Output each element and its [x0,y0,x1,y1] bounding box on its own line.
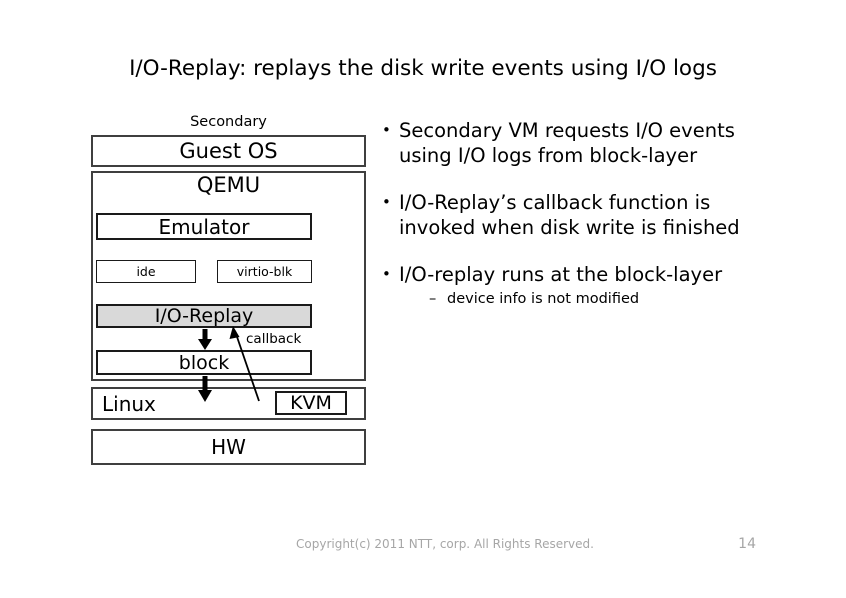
bullet-item-1: Secondary VM requests I/O events using I… [380,118,780,168]
footer-page-number: 14 [738,536,756,552]
diagram-caption-secondary: Secondary [190,114,267,130]
bullet-item-3-sub: device info is not modified [399,289,780,309]
diagram-box-io-replay: I/O-Replay [96,304,312,328]
bullet-list: Secondary VM requests I/O events using I… [380,118,780,331]
bullet-item-3: I/O-replay runs at the block-layer devic… [380,262,780,309]
page-title: I/O-Replay: replays the disk write event… [129,56,717,81]
bullet-item-3-text: I/O-replay runs at the block-layer [399,263,723,286]
diagram-box-hw: HW [91,429,366,465]
diagram-box-qemu-label: QEMU [196,173,261,197]
diagram-box-virtio-blk: virtio-blk [217,260,312,283]
diagram-box-guest-os: Guest OS [91,135,366,167]
diagram-box-emulator: Emulator [96,213,312,240]
bullet-item-2: I/O-Replay’s callback function is invoke… [380,190,780,240]
diagram-box-block: block [96,350,312,375]
diagram-box-kvm: KVM [275,391,347,415]
callback-arrow-label: callback [246,331,302,347]
footer-copyright: Copyright(c) 2011 NTT, corp. All Rights … [296,537,594,551]
diagram-box-ide: ide [96,260,196,283]
architecture-diagram: Secondary Guest OS QEMU Emulator ide vir… [0,0,400,500]
